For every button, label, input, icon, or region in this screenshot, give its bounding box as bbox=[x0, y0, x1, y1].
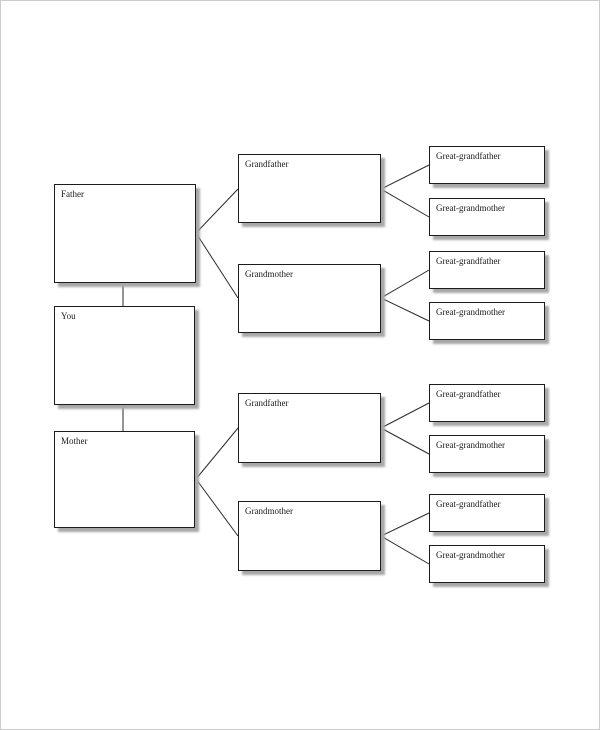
paternal-grandfather-box: Grandfather bbox=[238, 154, 381, 223]
paternal-paternal-great-grandmother-box: Great-grandmother bbox=[429, 198, 545, 236]
connector-mgf-ggf bbox=[380, 402, 430, 429]
paternal-grandmother-box: Grandmother bbox=[238, 264, 381, 333]
paternal-grandfather-label: Grandfather bbox=[245, 159, 289, 169]
paternal-grandmother-label: Grandmother bbox=[245, 269, 293, 279]
maternal-paternal-great-grandfather-box: Great-grandfather bbox=[429, 384, 545, 422]
connector-father-grandmother bbox=[195, 232, 239, 299]
paternal-maternal-great-grandfather-box: Great-grandfather bbox=[429, 251, 545, 289]
maternal-maternal-great-grandmother-box: Great-grandmother bbox=[429, 545, 545, 583]
great-grandmother-label: Great-grandmother bbox=[436, 440, 505, 450]
connector-father-grandfather bbox=[195, 188, 239, 234]
great-grandmother-label: Great-grandmother bbox=[436, 203, 505, 213]
mother-label: Mother bbox=[61, 436, 88, 446]
father-box: Father bbox=[54, 184, 196, 283]
maternal-grandmother-label: Grandmother bbox=[245, 506, 293, 516]
great-grandfather-label: Great-grandfather bbox=[436, 256, 501, 266]
connector-mgm-ggf bbox=[380, 512, 430, 537]
connector-mother-grandmother bbox=[195, 478, 239, 537]
paternal-paternal-great-grandfather-box: Great-grandfather bbox=[429, 146, 545, 184]
connector-mgf-ggm bbox=[380, 427, 430, 455]
great-grandmother-label: Great-grandmother bbox=[436, 550, 505, 560]
connector-mgm-ggm bbox=[380, 535, 430, 565]
maternal-grandmother-box: Grandmother bbox=[238, 501, 381, 571]
maternal-maternal-great-grandfather-box: Great-grandfather bbox=[429, 494, 545, 532]
father-label: Father bbox=[61, 189, 84, 199]
you-label: You bbox=[61, 311, 76, 321]
connector-pgf-ggm bbox=[380, 188, 430, 218]
great-grandfather-label: Great-grandfather bbox=[436, 151, 501, 161]
great-grandfather-label: Great-grandfather bbox=[436, 389, 501, 399]
connector-pgf-ggf bbox=[380, 164, 430, 190]
connector-mother-grandfather bbox=[195, 427, 239, 480]
paternal-maternal-great-grandmother-box: Great-grandmother bbox=[429, 302, 545, 340]
maternal-grandfather-label: Grandfather bbox=[245, 398, 289, 408]
great-grandfather-label: Great-grandfather bbox=[436, 499, 501, 509]
you-box: You bbox=[54, 306, 195, 405]
connector-pgm-ggm bbox=[380, 297, 430, 322]
great-grandmother-label: Great-grandmother bbox=[436, 307, 505, 317]
mother-box: Mother bbox=[54, 431, 195, 528]
maternal-paternal-great-grandmother-box: Great-grandmother bbox=[429, 435, 545, 473]
connector-pgm-ggf bbox=[380, 269, 430, 299]
maternal-grandfather-box: Grandfather bbox=[238, 393, 381, 463]
